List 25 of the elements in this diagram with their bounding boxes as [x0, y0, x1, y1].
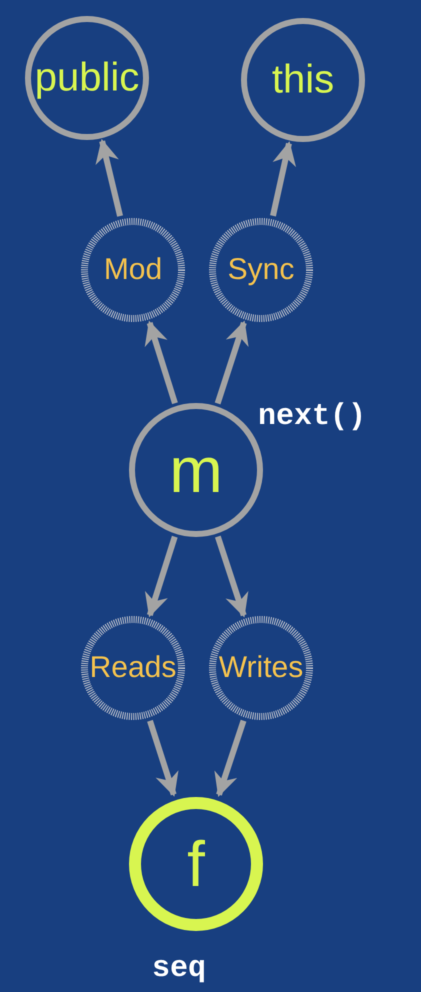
node-label: Sync: [226, 253, 296, 287]
circle-node: [25, 16, 149, 140]
node-label: m: [168, 433, 224, 507]
arrow: [96, 138, 123, 217]
node-label: f: [186, 827, 206, 901]
node-label: Reads: [88, 651, 178, 685]
arrow: [214, 536, 248, 618]
beside-label: next(): [258, 400, 366, 434]
node-label: Mod: [102, 253, 164, 287]
arrow: [214, 320, 249, 404]
node-label: Writes: [218, 651, 304, 685]
node-label: public: [34, 56, 140, 100]
arrow: [214, 720, 246, 797]
arrow: [270, 141, 296, 216]
arrow: [144, 536, 178, 618]
hatched-circle-node: [81, 218, 185, 322]
beside-label: seq: [152, 952, 206, 986]
arrow: [144, 320, 178, 404]
hatched-circle-node: [209, 616, 313, 720]
node-label: this: [270, 58, 336, 102]
circle-node: [241, 18, 365, 142]
circle-node: [129, 797, 263, 931]
hatched-circle-node: [209, 218, 313, 322]
arrow: [147, 720, 178, 797]
hatched-circle-node: [81, 616, 185, 720]
